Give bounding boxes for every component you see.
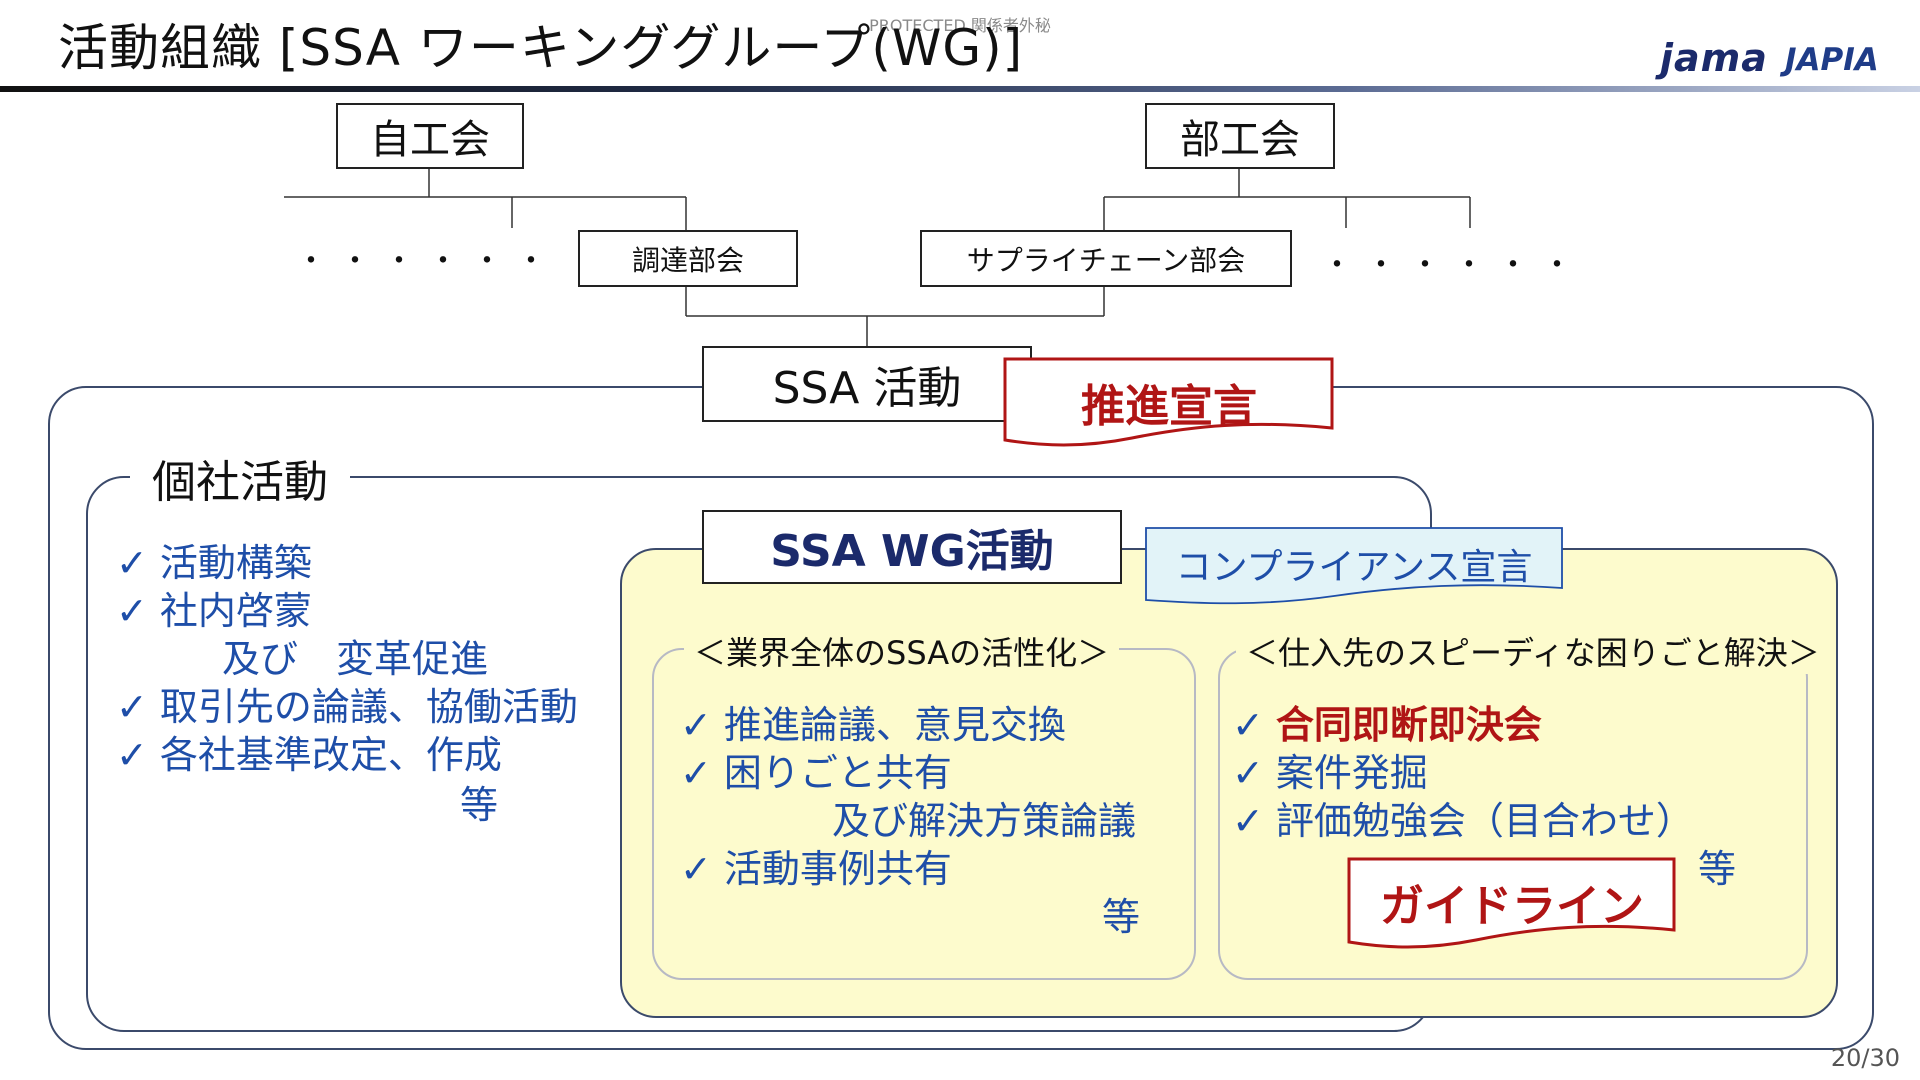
japia-logo: JAPIA	[1785, 42, 1879, 78]
bukokai-box: 部工会	[1145, 103, 1335, 169]
ssa-activity-box: SSA 活動	[702, 346, 1032, 422]
guideline-banner: ガイドライン	[1346, 856, 1678, 952]
wg-right-item-highlight: ✓合同即断即決会	[1232, 703, 1542, 747]
wg-left-etc: 等	[1102, 895, 1141, 939]
guideline-banner-text: ガイドライン	[1380, 881, 1644, 932]
check-icon: ✓	[116, 589, 148, 633]
compliance-banner-text: コンプライアンス宣言	[1175, 547, 1533, 588]
check-icon: ✓	[1232, 703, 1264, 747]
check-icon: ✓	[680, 847, 712, 891]
kosha-item-continued: 及び 変革促進	[222, 637, 489, 681]
supplier-frame-title: ＜仕入先のスピーディな困りごと解決＞	[1236, 628, 1830, 674]
kosha-etc: 等	[460, 783, 499, 827]
ssa-wg-frame	[620, 548, 1838, 1018]
wg-left-item: ✓困りごと共有	[680, 751, 952, 795]
kosha-activity-label: 個社活動	[130, 446, 350, 510]
check-icon: ✓	[116, 733, 148, 777]
check-icon: ✓	[1232, 799, 1264, 843]
industry-frame-title: ＜業界全体のSSAの活性化＞	[684, 628, 1120, 674]
wg-right-item: ✓評価勉強会（目合わせ）	[1232, 799, 1694, 843]
dots-right: ・・・・・・	[1322, 248, 1586, 283]
wg-right-etc: 等	[1698, 847, 1737, 891]
suishin-banner: 推進宣言	[1002, 356, 1336, 452]
suishin-banner-text: 推進宣言	[1081, 381, 1257, 432]
ssa-wg-label-box: SSA WG活動	[702, 510, 1122, 584]
wg-left-item: ✓推進論議、意見交換	[680, 703, 1066, 747]
page-title: 活動組織 [SSA ワーキンググループ(WG)]	[58, 19, 1024, 77]
dots-left: ・・・・・・	[296, 244, 560, 279]
kosha-item: ✓各社基準改定、作成	[116, 733, 502, 777]
chotatsu-bukai-box: 調達部会	[578, 230, 798, 287]
jijikai-box: 自工会	[336, 103, 524, 169]
kosha-item: ✓活動構築	[116, 541, 312, 585]
title-underline	[0, 86, 1920, 92]
compliance-banner: コンプライアンス宣言	[1144, 526, 1564, 606]
check-icon: ✓	[116, 685, 148, 729]
wg-right-item: ✓案件発掘	[1232, 751, 1428, 795]
check-icon: ✓	[680, 751, 712, 795]
kosha-item: ✓取引先の論議、協働活動	[116, 685, 578, 729]
kosha-item: ✓社内啓蒙	[116, 589, 312, 633]
page-number: 20/30	[1830, 1044, 1900, 1072]
check-icon: ✓	[680, 703, 712, 747]
check-icon: ✓	[116, 541, 148, 585]
protected-notice: PROTECTED 関係者外秘	[869, 16, 1051, 35]
supply-chain-bukai-box: サプライチェーン部会	[920, 230, 1292, 287]
wg-left-item-continued: 及び解決方策論議	[832, 799, 1137, 843]
wg-left-item: ✓活動事例共有	[680, 847, 952, 891]
check-icon: ✓	[1232, 751, 1264, 795]
jama-logo: jama	[1660, 36, 1768, 80]
